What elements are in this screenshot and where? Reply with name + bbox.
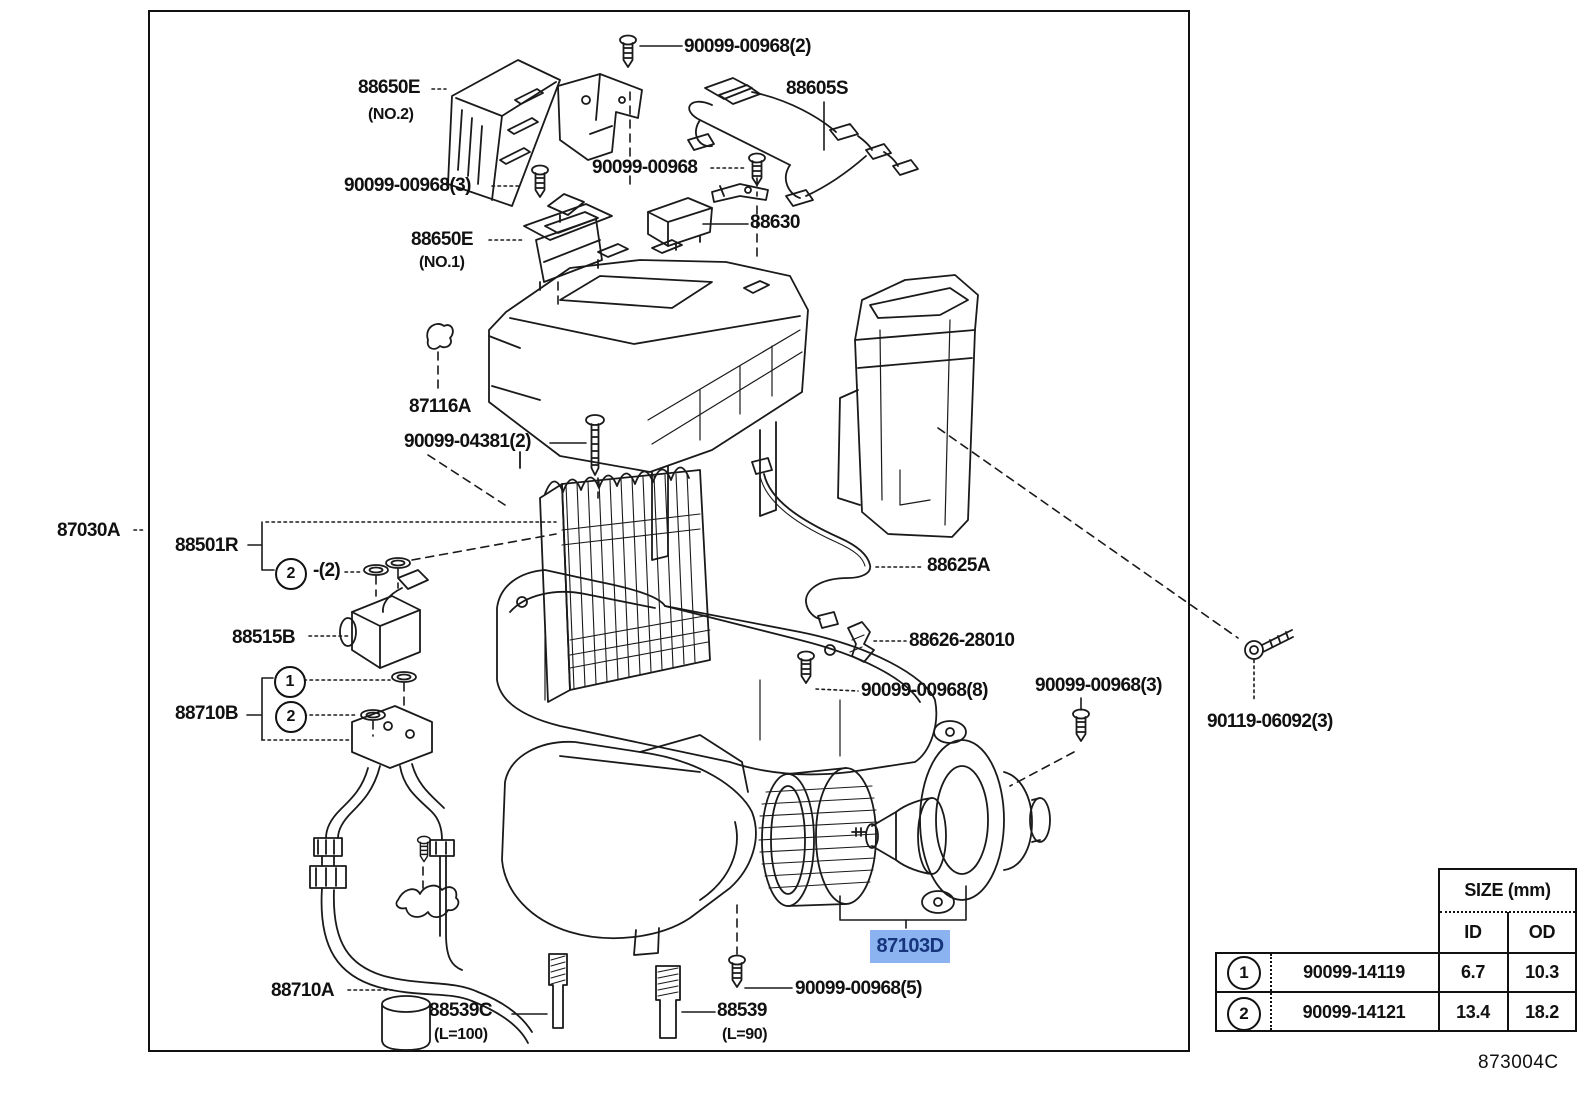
table-od-value: 10.3 [1525,961,1559,982]
part-label-90099-00968-3a[interactable]: 90099-00968(3) [344,175,471,196]
table-ref-circle-2: 2 [1227,997,1261,1031]
blower-motor-drawing [851,720,1051,914]
part-label-88626-28010[interactable]: 88626-28010 [909,630,1015,651]
assembly-dashed-lines [372,91,1239,955]
part-label-87116a[interactable]: 87116A [409,396,472,417]
part-label-88539[interactable]: 88539 [717,1000,767,1021]
leader-lines-solid [246,45,1082,1015]
air-duct-drawing [837,274,979,538]
screws-drawing [416,34,1090,988]
evaporator-drawing [539,466,711,703]
size-table-header: SIZE (mm) [1464,880,1551,900]
callout-circle-2a[interactable]: 2 [275,558,307,590]
switch-no1-drawing [523,193,613,291]
part-label-90099-00968-8[interactable]: 90099-00968(8) [861,680,988,701]
part-label-90099-04381-2[interactable]: 90099-04381(2) [404,431,531,452]
part-label-88539c[interactable]: 88539C [429,1000,493,1021]
top-cover-drawing [488,239,809,561]
part-label-88650e-no2-sub: (NO.2) [368,106,414,123]
callout-bracket-87103d [839,885,967,921]
part-label-88650e-no1-sub: (NO.1) [419,254,465,271]
table-ref-circle-1: 1 [1227,956,1261,990]
highlighted-part-87103d[interactable]: 87103D [870,930,950,963]
part-label-88539c-sub: (L=100) [434,1026,488,1043]
part-label-88539-sub: (L=90) [722,1026,768,1043]
part-label-88515b[interactable]: 88515B [232,627,296,648]
size-table-col-id: ID [1464,921,1482,942]
table-id-value: 6.7 [1460,961,1486,982]
relay-88630-drawing [647,183,769,251]
part-label-88710a[interactable]: 88710A [271,980,335,1001]
part-label-90099-00968-5[interactable]: 90099-00968(5) [795,978,922,999]
lower-case-drawing [501,734,757,956]
quantity-label: -(2) [313,560,341,581]
part-label-88625a[interactable]: 88625A [927,555,991,576]
fusebox-bracket-drawing [557,73,643,161]
part-label-88501r[interactable]: 88501R [175,535,239,556]
part-label-87030a[interactable]: 87030A [57,520,121,541]
clamp-drawing [395,884,460,918]
figure-code: 873004C [1478,1052,1559,1073]
tube-88710a-drawing [309,705,533,1051]
part-label-90099-00968-3b[interactable]: 90099-00968(3) [1035,675,1162,696]
part-label-88710b[interactable]: 88710B [175,703,239,724]
part-label-88630[interactable]: 88630 [750,212,800,233]
table-id-value: 13.4 [1456,1001,1490,1022]
table-part-number[interactable]: 90099-14119 [1303,961,1405,982]
leader-lines-dotted [133,88,1255,991]
thermistor-88626-drawing [847,621,875,663]
part-label-90099-00968[interactable]: 90099-00968 [592,157,698,178]
wire-harness-88605s-drawing [687,77,919,207]
part-label-90099-00968-2[interactable]: 90099-00968(2) [684,36,811,57]
part-label-88650e-no1[interactable]: 88650E [411,229,474,250]
expansion-valve-88515b-drawing [339,569,429,669]
wire-88625a-drawing [751,457,872,629]
bolts-88539-drawing [548,953,681,1039]
part-label-88605s[interactable]: 88605S [786,78,849,99]
callout-circle-1[interactable]: 1 [274,666,306,698]
screw-90119-drawing [1244,629,1294,660]
middle-case-drawing [496,569,938,776]
blower-fan-87103d-drawing [758,767,878,907]
table-od-value: 18.2 [1525,1001,1559,1022]
part-label-88650e-no2[interactable]: 88650E [358,77,421,98]
orings-drawing [360,557,417,721]
clip-87116a-drawing [426,323,454,350]
callout-circle-2b[interactable]: 2 [275,701,307,733]
diagram-border [148,10,1190,1052]
part-label-90119-06092-3[interactable]: 90119-06092(3) [1207,711,1333,732]
size-table-col-od: OD [1528,921,1556,942]
table-part-number[interactable]: 90099-14121 [1302,1001,1406,1022]
